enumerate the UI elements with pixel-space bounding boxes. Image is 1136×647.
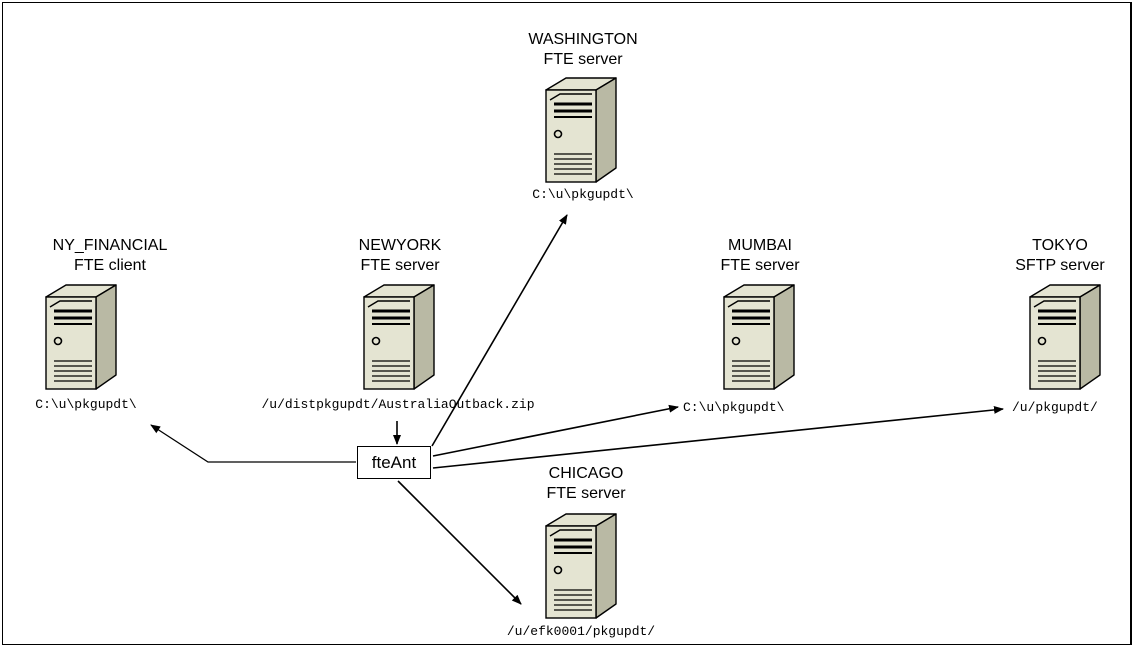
- ny-financial-role: FTE client: [73, 257, 146, 274]
- ny-financial-name: NY_FINANCIAL: [52, 237, 168, 254]
- chicago-server-icon: [542, 512, 618, 620]
- ny-financial-label: NY_FINANCIAL FTE client: [40, 236, 180, 276]
- chicago-role: FTE server: [546, 485, 626, 502]
- washington-name: WASHINGTON: [528, 31, 638, 48]
- arrow-to-chicago: [397, 480, 522, 605]
- tokyo-label: TOKYO SFTP server: [1010, 236, 1110, 276]
- washington-label: WASHINGTON FTE server: [518, 30, 648, 70]
- mumbai-label: MUMBAI FTE server: [700, 236, 820, 276]
- mumbai-server-icon: [720, 283, 796, 391]
- chicago-label: CHICAGO FTE server: [536, 464, 636, 504]
- tokyo-role: SFTP server: [1015, 257, 1105, 274]
- ny-financial-path: C:\u\pkgupdt\: [35, 397, 137, 412]
- arrow-to-mumbai: [432, 404, 679, 457]
- fteant-label: fteAnt: [371, 452, 417, 472]
- newyork-role: FTE server: [360, 257, 440, 274]
- chicago-name: CHICAGO: [548, 465, 624, 482]
- tokyo-name: TOKYO: [1032, 237, 1088, 254]
- newyork-path: /u/distpkgupdt/AustraliaOutback.zip: [261, 397, 535, 412]
- newyork-label: NEWYORK FTE server: [340, 236, 460, 276]
- ny-financial-server-icon: [42, 283, 118, 391]
- arrow-to-washington: [431, 214, 568, 447]
- washington-path: C:\u\pkgupdt\: [532, 187, 634, 202]
- newyork-server-icon: [360, 283, 436, 391]
- mumbai-path: C:\u\pkgupdt\: [683, 400, 785, 415]
- mumbai-role: FTE server: [720, 257, 800, 274]
- chicago-path: /u/efk0001/pkgupdt/: [506, 624, 656, 639]
- washington-server-icon: [542, 76, 618, 184]
- washington-role: FTE server: [543, 51, 623, 68]
- arrow-to-ny-financial: [150, 424, 356, 463]
- mumbai-name: MUMBAI: [728, 237, 792, 254]
- tokyo-server-icon: [1026, 283, 1102, 391]
- arrow-to-tokyo: [432, 405, 1004, 469]
- tokyo-path: /u/pkgupdt/: [1012, 400, 1098, 415]
- fteant-box: fteAnt: [357, 446, 431, 479]
- newyork-name: NEWYORK: [358, 237, 442, 254]
